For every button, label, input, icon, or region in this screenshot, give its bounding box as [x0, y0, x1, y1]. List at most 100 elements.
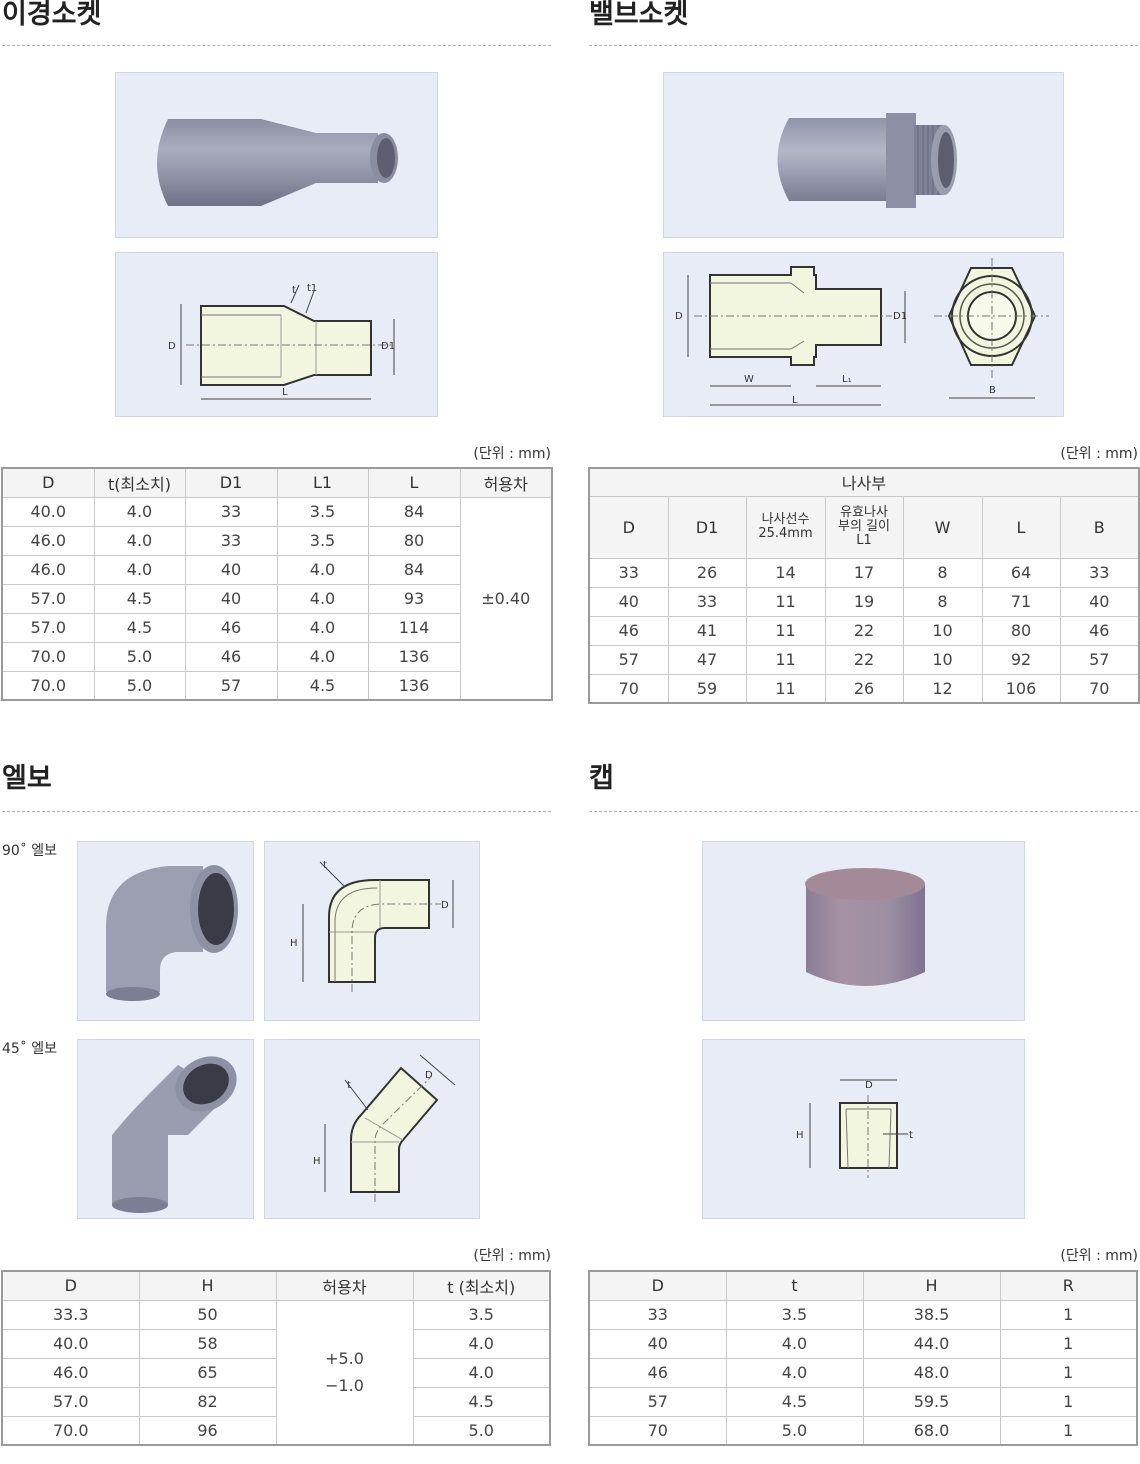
table-cell: 11 — [745, 586, 826, 617]
tolerance-minus: −1.0 — [325, 1376, 364, 1396]
table-cell: 84 — [367, 554, 461, 585]
cap-photo — [702, 841, 1025, 1021]
table-cell: 41 — [667, 615, 747, 646]
table-cell: 70.0 — [1, 1415, 140, 1446]
table-cell: 92 — [981, 644, 1061, 675]
table-cell: 8 — [902, 586, 983, 617]
elbow-title: 엘보 — [2, 763, 52, 794]
elbow-col-header: D — [1, 1270, 140, 1301]
valve-socket-image — [777, 113, 957, 208]
elbow-45-diagram: H D t — [264, 1039, 480, 1219]
reducer-diagram-L: L — [282, 387, 288, 398]
table-cell: 1 — [999, 1328, 1138, 1359]
cap-image — [805, 868, 925, 986]
cap-col-header: H — [862, 1270, 1001, 1301]
table-cell: 47 — [667, 644, 747, 675]
elbow-90-diagram: H D t — [264, 841, 480, 1021]
table-cell: 46 — [1059, 615, 1140, 646]
table-cell: 12 — [902, 673, 983, 704]
elbow-90-diagram-H: H — [290, 938, 298, 949]
table-cell: 106 — [981, 673, 1061, 704]
reducer-col-header: L — [367, 467, 461, 498]
table-cell: 40 — [184, 554, 278, 585]
reducer-col-header: t(최소치) — [93, 467, 186, 498]
table-cell: 3.5 — [412, 1299, 551, 1330]
table-cell: 11 — [745, 644, 826, 675]
table-cell: 3.5 — [276, 496, 369, 527]
table-cell: 3.5 — [276, 525, 369, 556]
valve-col-header: D1 — [667, 495, 747, 559]
table-cell: 33 — [588, 557, 669, 588]
table-cell: 22 — [824, 644, 904, 675]
table-cell: 38.5 — [862, 1299, 1001, 1330]
table-cell: 1 — [999, 1386, 1138, 1417]
valve-col-header: W — [902, 495, 983, 559]
cap-diagram-D: D — [865, 1080, 873, 1091]
table-cell: 46.0 — [1, 525, 95, 556]
valve-col-header: 나사선수 25.4mm — [745, 495, 826, 559]
cap-diagram: D H t — [702, 1039, 1025, 1219]
table-cell: 40 — [184, 583, 278, 614]
elbow-45-diagram-D: D — [425, 1070, 433, 1081]
table-cell: 114 — [367, 612, 461, 643]
table-cell: 4.0 — [276, 612, 369, 643]
table-cell: 5.0 — [412, 1415, 551, 1446]
elbow-unit: (단위 : mm) — [473, 1248, 551, 1264]
table-cell: 33 — [1059, 557, 1140, 588]
elbow-90-image — [106, 865, 238, 1001]
table-cell: 57 — [588, 1386, 727, 1417]
table-cell: 5.0 — [93, 670, 186, 701]
table-cell: 4.0 — [725, 1357, 864, 1388]
valve-photo — [663, 72, 1064, 238]
reducer-photo — [115, 72, 438, 238]
table-cell: 1 — [999, 1299, 1138, 1330]
cap-divider — [589, 811, 1138, 812]
table-cell: 70.0 — [1, 670, 95, 701]
table-cell: 50 — [138, 1299, 277, 1330]
table-cell: 4.0 — [725, 1328, 864, 1359]
cap-col-header: t — [725, 1270, 864, 1301]
elbow-90-diagram-D: D — [441, 900, 449, 911]
table-cell: 70.0 — [1, 641, 95, 672]
reducer-col-header: L1 — [276, 467, 369, 498]
table-cell: 57 — [1059, 644, 1140, 675]
table-cell: 57.0 — [1, 583, 95, 614]
valve-title: 밸브소켓 — [589, 0, 689, 30]
valve-col-header: D — [588, 495, 669, 559]
table-cell: 40 — [588, 1328, 727, 1359]
table-cell: 136 — [367, 670, 461, 701]
table-cell: 1 — [999, 1357, 1138, 1388]
table-cell: 70 — [588, 673, 669, 704]
table-cell: 68.0 — [862, 1415, 1001, 1446]
table-cell: 59 — [667, 673, 747, 704]
table-cell: 93 — [367, 583, 461, 614]
table-cell: 10 — [902, 644, 983, 675]
valve-diagram-B: B — [989, 385, 996, 396]
valve-col-header: L — [981, 495, 1061, 559]
table-cell: 4.5 — [93, 612, 186, 643]
table-cell: 4.0 — [93, 496, 186, 527]
valve-group-header: 나사부 — [588, 467, 1140, 497]
elbow-90-label: 90˚ 엘보 — [2, 843, 58, 859]
table-cell: 70 — [1059, 673, 1140, 704]
table-cell: 10 — [902, 615, 983, 646]
elbow-45-diagram-t: t — [347, 1080, 351, 1091]
table-cell: 64 — [981, 557, 1061, 588]
